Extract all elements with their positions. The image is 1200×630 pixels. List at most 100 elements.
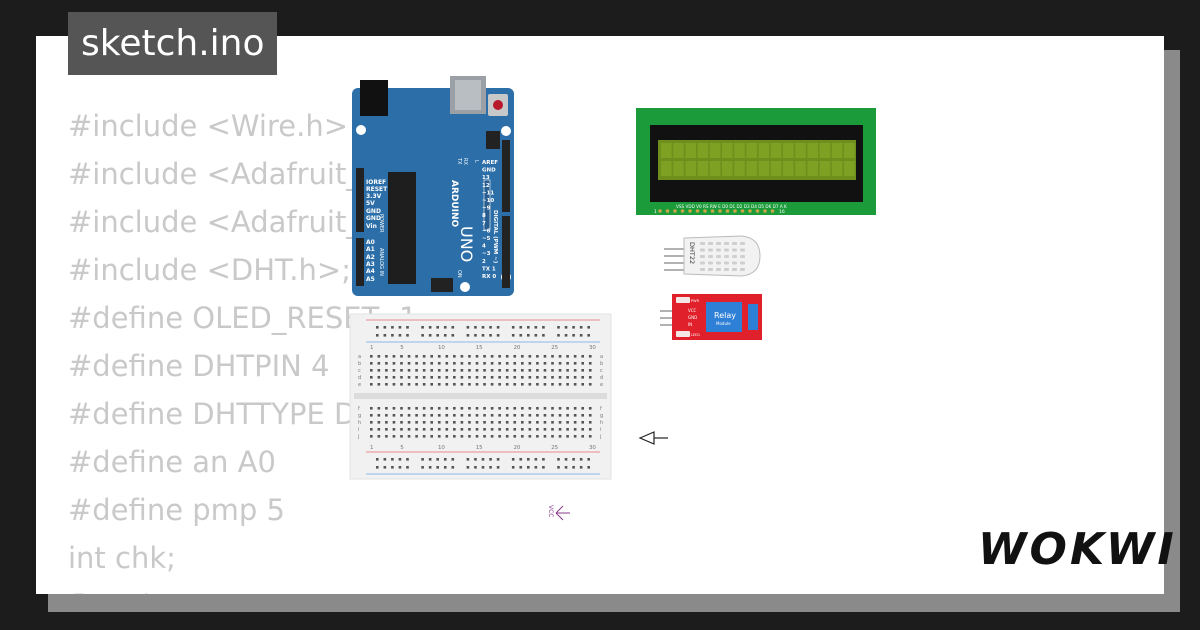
breadboard-hole[interactable] xyxy=(551,355,554,358)
breadboard-hole[interactable] xyxy=(445,407,449,410)
breadboard-hole[interactable] xyxy=(558,362,562,365)
lcd-pin[interactable] xyxy=(695,209,700,213)
breadboard-hole[interactable] xyxy=(370,435,373,438)
breadboard-hole[interactable] xyxy=(543,435,547,438)
breadboard-hole[interactable] xyxy=(468,421,471,424)
breadboard-hole[interactable] xyxy=(468,428,471,431)
breadboard-rail-hole[interactable] xyxy=(542,334,545,337)
lcd-pin[interactable] xyxy=(710,209,715,213)
breadboard-hole[interactable] xyxy=(377,369,381,372)
breadboard-hole[interactable] xyxy=(490,383,494,386)
lcd-pin[interactable] xyxy=(688,209,692,213)
breadboard-hole[interactable] xyxy=(573,407,577,410)
breadboard-hole[interactable] xyxy=(566,428,569,431)
breadboard-hole[interactable] xyxy=(543,414,547,417)
breadboard-rail-hole[interactable] xyxy=(534,458,538,461)
lcd-pin[interactable] xyxy=(680,209,685,213)
breadboard-hole[interactable] xyxy=(490,369,494,372)
breadboard-rail-hole[interactable] xyxy=(398,458,402,461)
breadboard-hole[interactable] xyxy=(521,355,524,358)
breadboard-hole[interactable] xyxy=(566,369,569,372)
breadboard-hole[interactable] xyxy=(475,421,479,424)
breadboard-hole[interactable] xyxy=(430,407,433,410)
breadboard-rail-hole[interactable] xyxy=(511,326,515,329)
breadboard-hole[interactable] xyxy=(445,428,449,431)
breadboard-hole[interactable] xyxy=(468,435,471,438)
breadboard-rail-hole[interactable] xyxy=(534,334,538,337)
breadboard-hole[interactable] xyxy=(392,383,396,386)
breadboard-hole[interactable] xyxy=(422,369,426,372)
breadboard-rail-hole[interactable] xyxy=(579,326,583,329)
breadboard-hole[interactable] xyxy=(513,355,517,358)
breadboard-rail-hole[interactable] xyxy=(519,334,523,337)
breadboard-rail-hole[interactable] xyxy=(451,334,455,337)
breadboard-hole[interactable] xyxy=(558,355,562,358)
breadboard-hole[interactable] xyxy=(445,369,449,372)
breadboard-rail-hole[interactable] xyxy=(557,466,560,469)
breadboard-hole[interactable] xyxy=(370,369,373,372)
breadboard-rail-hole[interactable] xyxy=(376,326,379,329)
breadboard-rail-hole[interactable] xyxy=(383,458,387,461)
lcd-pin[interactable] xyxy=(755,209,760,213)
breadboard-hole[interactable] xyxy=(377,362,381,365)
breadboard-hole[interactable] xyxy=(407,421,411,424)
breadboard-rail-hole[interactable] xyxy=(564,326,568,329)
breadboard-hole[interactable] xyxy=(400,414,403,417)
breadboard-hole[interactable] xyxy=(460,355,464,358)
breadboard-hole[interactable] xyxy=(475,383,479,386)
breadboard-rail-hole[interactable] xyxy=(474,326,477,329)
lcd-pin[interactable] xyxy=(673,209,677,213)
breadboard-hole[interactable] xyxy=(415,362,418,365)
breadboard-hole[interactable] xyxy=(415,421,418,424)
breadboard-hole[interactable] xyxy=(483,355,486,358)
breadboard-hole[interactable] xyxy=(392,369,396,372)
breadboard-hole[interactable] xyxy=(498,376,501,379)
breadboard-hole[interactable] xyxy=(453,355,456,358)
breadboard-hole[interactable] xyxy=(460,383,464,386)
breadboard-hole[interactable] xyxy=(468,376,471,379)
breadboard-hole[interactable] xyxy=(566,407,569,410)
breadboard-hole[interactable] xyxy=(528,428,532,431)
breadboard-hole[interactable] xyxy=(581,383,584,386)
breadboard-hole[interactable] xyxy=(528,383,532,386)
breadboard-rail-hole[interactable] xyxy=(466,326,470,329)
breadboard-hole[interactable] xyxy=(536,355,539,358)
breadboard-hole[interactable] xyxy=(453,376,456,379)
breadboard-hole[interactable] xyxy=(551,414,554,417)
breadboard-hole[interactable] xyxy=(475,355,479,358)
breadboard-rail-hole[interactable] xyxy=(466,466,470,469)
breadboard-rail-hole[interactable] xyxy=(398,334,402,337)
breadboard-hole[interactable] xyxy=(377,414,381,417)
breadboard-hole[interactable] xyxy=(588,362,592,365)
breadboard-rail-hole[interactable] xyxy=(376,334,379,337)
breadboard-hole[interactable] xyxy=(483,421,486,424)
breadboard-rail-hole[interactable] xyxy=(443,334,447,337)
breadboard-hole[interactable] xyxy=(543,428,547,431)
breadboard-hole[interactable] xyxy=(551,407,554,410)
breadboard-hole[interactable] xyxy=(521,421,524,424)
breadboard-rail-hole[interactable] xyxy=(436,326,439,329)
breadboard-hole[interactable] xyxy=(528,414,532,417)
breadboard-hole[interactable] xyxy=(400,421,403,424)
breadboard-hole[interactable] xyxy=(588,369,592,372)
breadboard-rail-hole[interactable] xyxy=(564,466,568,469)
breadboard-rail-hole[interactable] xyxy=(428,458,432,461)
breadboard-rail-hole[interactable] xyxy=(421,334,424,337)
lcd-pin[interactable] xyxy=(658,209,662,213)
lcd-pin[interactable] xyxy=(718,209,722,213)
breadboard-rail-hole[interactable] xyxy=(542,326,545,329)
breadboard-hole[interactable] xyxy=(377,428,381,431)
breadboard-hole[interactable] xyxy=(437,383,441,386)
breadboard-rail-hole[interactable] xyxy=(527,334,530,337)
breadboard-rail-hole[interactable] xyxy=(534,466,538,469)
breadboard-rail-hole[interactable] xyxy=(436,458,439,461)
breadboard-hole[interactable] xyxy=(437,421,441,424)
breadboard-rail-hole[interactable] xyxy=(383,466,387,469)
breadboard-rail-hole[interactable] xyxy=(489,466,492,469)
breadboard-rail-hole[interactable] xyxy=(579,466,583,469)
breadboard-hole[interactable] xyxy=(588,407,592,410)
breadboard-hole[interactable] xyxy=(437,355,441,358)
breadboard-rail-hole[interactable] xyxy=(542,458,545,461)
breadboard-hole[interactable] xyxy=(588,428,592,431)
